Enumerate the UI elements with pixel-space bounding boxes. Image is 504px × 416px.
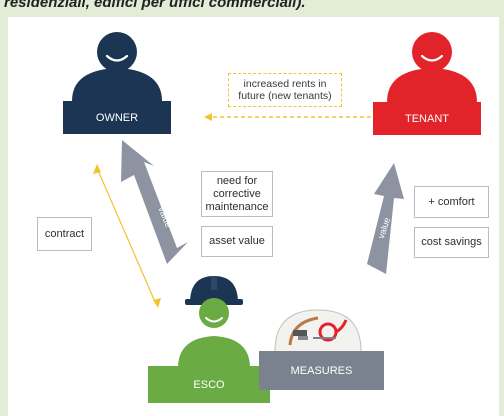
- maintenance-line-3: maintenance: [205, 200, 269, 213]
- esco-worker-icon: [178, 276, 250, 368]
- esco-to-owner-value-arrow: [121, 140, 188, 264]
- caption-text: residenziali, edifici per uffici commerc…: [4, 0, 306, 11]
- tenant-person-icon: [387, 32, 477, 102]
- cost-savings-box: cost savings: [414, 227, 489, 258]
- asset-value-box: asset value: [201, 226, 273, 257]
- contract-arrow-head-bottom: [153, 298, 161, 308]
- comfort-box: + comfort: [414, 186, 489, 218]
- measures-to-tenant-value-arrow: [367, 163, 404, 274]
- measures-label: MEASURES: [290, 364, 353, 377]
- esco-label: ESCO: [193, 378, 225, 391]
- owner-person-icon: [72, 32, 162, 101]
- contract-arrow-line: [96, 167, 157, 305]
- maintenance-line-1: need for: [216, 174, 258, 187]
- contract-box: contract: [37, 217, 92, 251]
- measures-box: [259, 351, 384, 390]
- measures-gauge-icon: [274, 309, 362, 352]
- maintenance-box: need for corrective maintenance: [201, 171, 273, 217]
- contract-arrow-head-top: [93, 164, 101, 174]
- rents-line-1: increased rents in: [243, 78, 327, 90]
- esco-box: [148, 366, 270, 403]
- tenant-box: [373, 102, 481, 135]
- increased-rents-box: increased rents in future (new tenants): [228, 73, 342, 107]
- owner-label: OWNER: [95, 111, 139, 124]
- owner-box: [63, 101, 171, 134]
- tenant-label: TENANT: [405, 112, 449, 125]
- maintenance-line-2: corrective: [213, 187, 261, 200]
- rents-line-2: future (new tenants): [238, 90, 332, 102]
